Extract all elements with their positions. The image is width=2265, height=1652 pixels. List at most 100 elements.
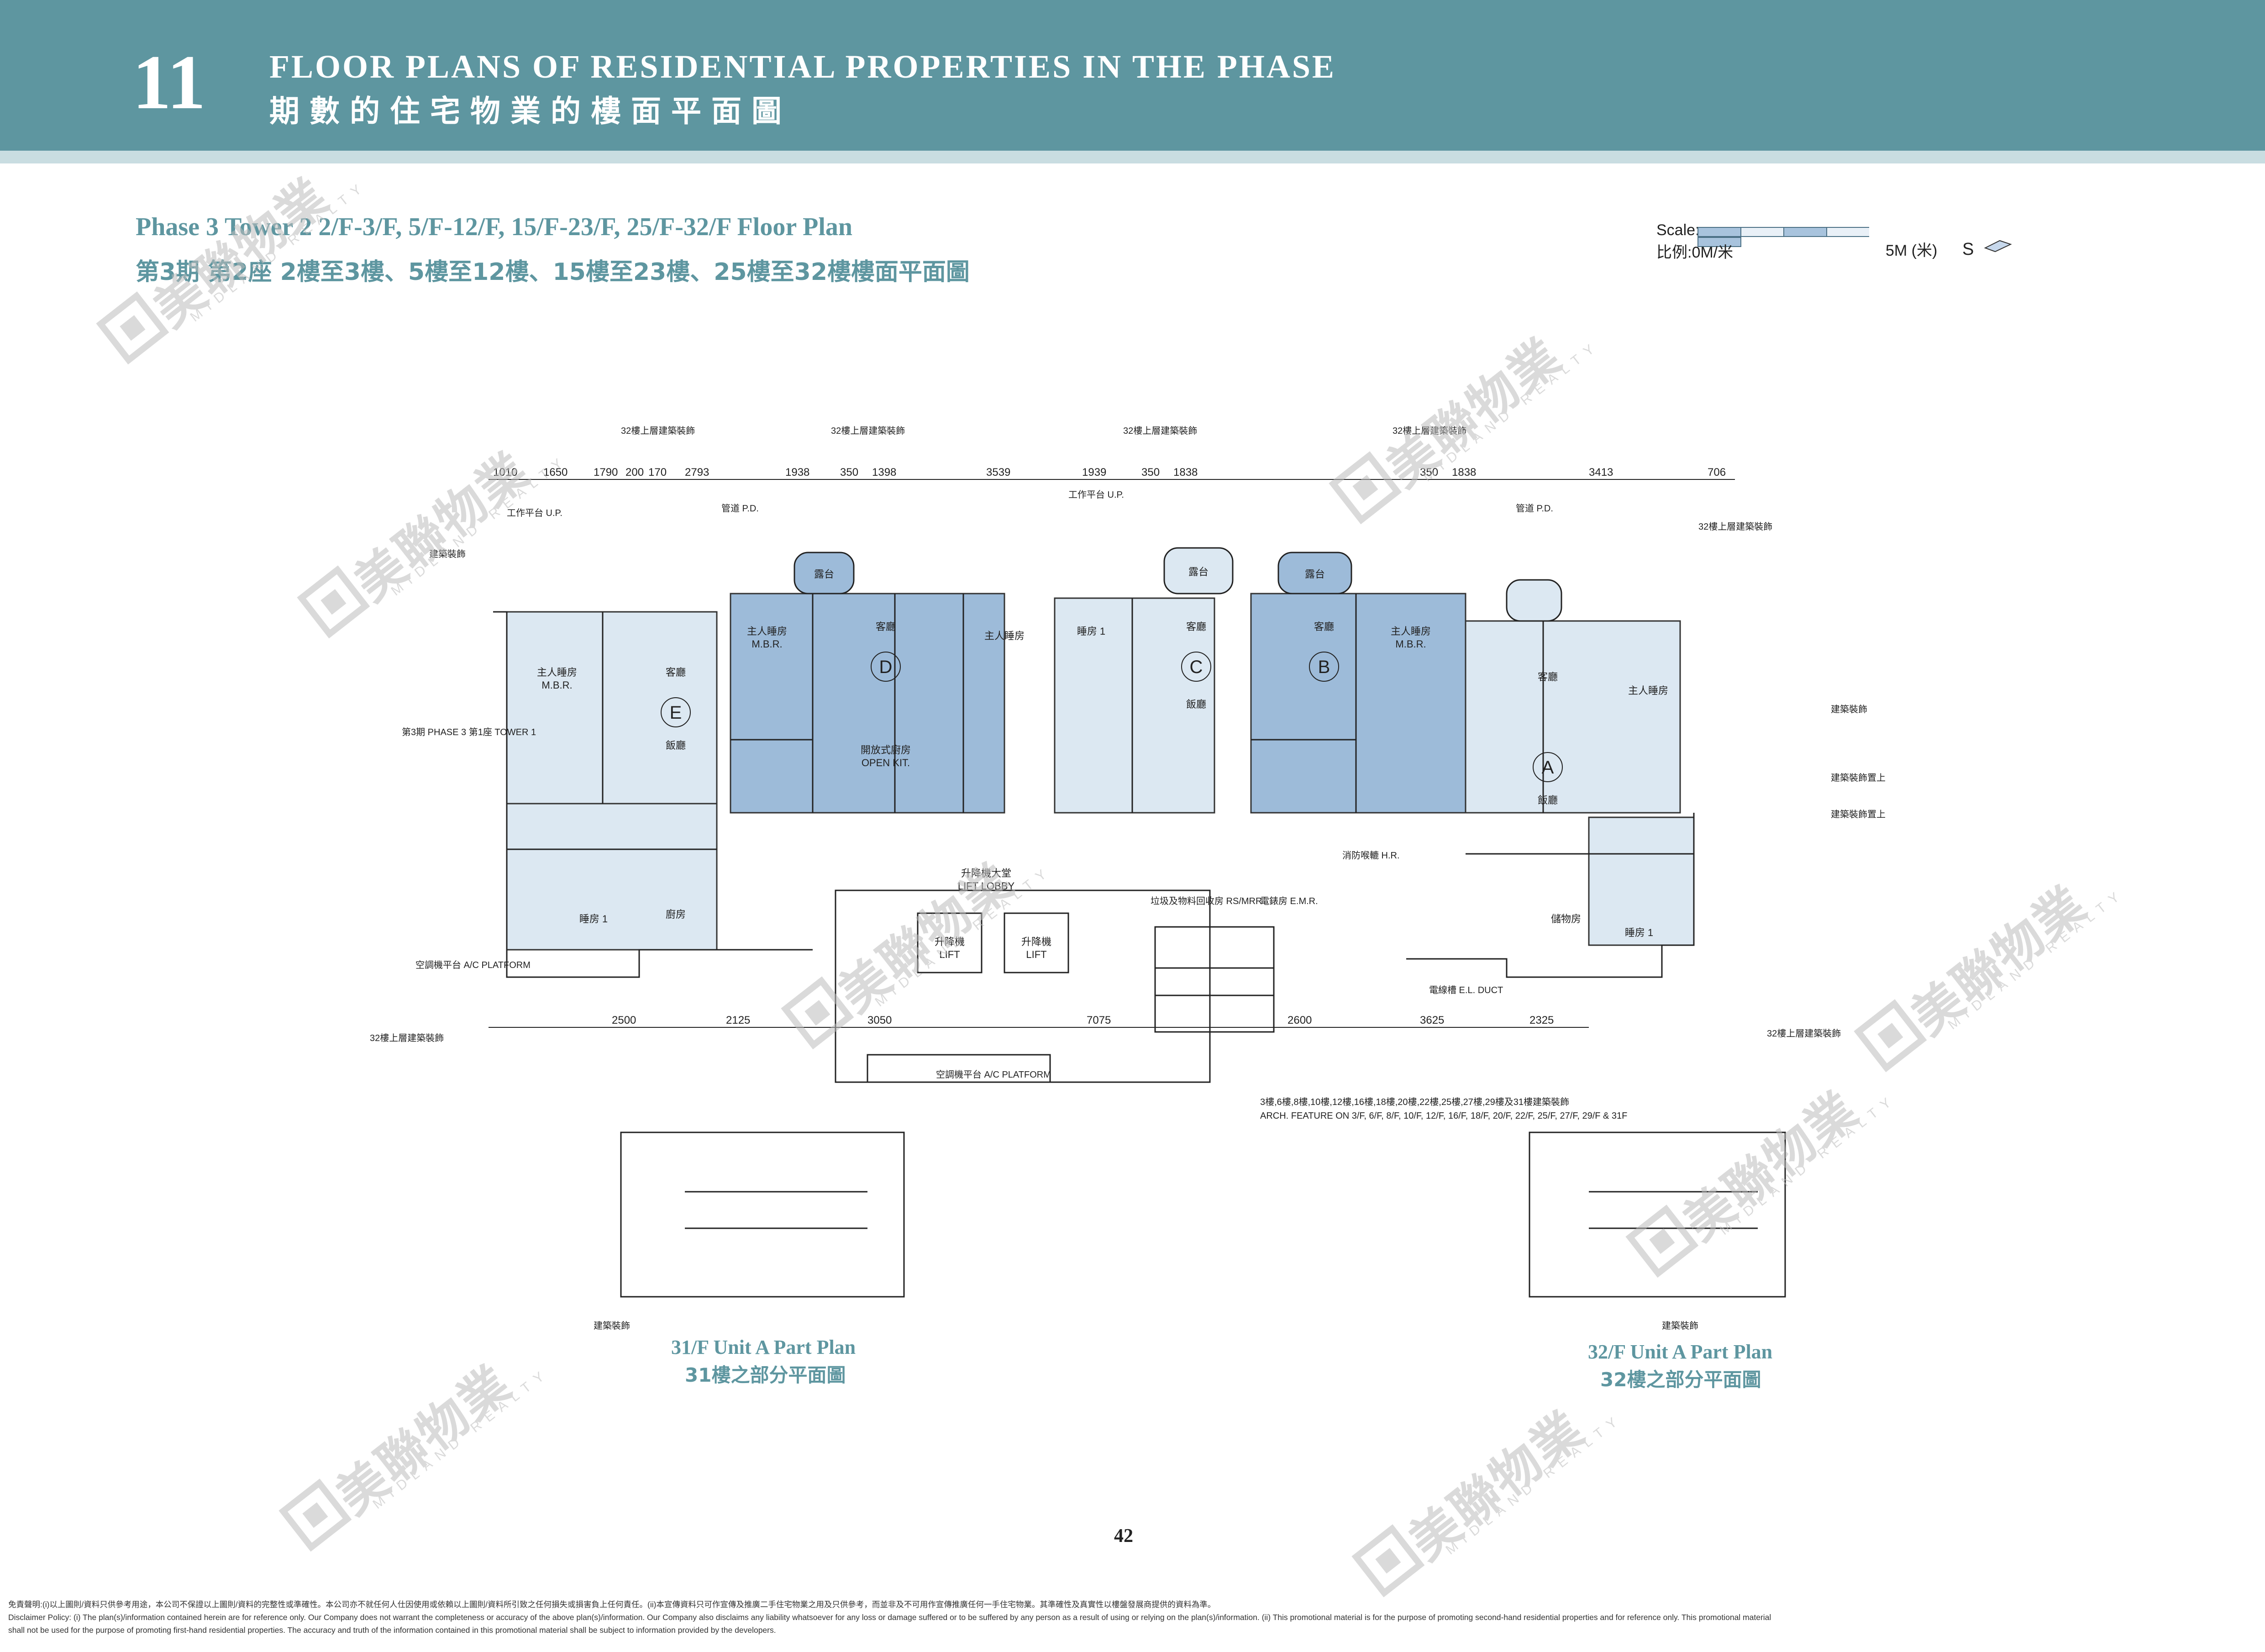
note-arch-feature-3: 建築裝飾 bbox=[594, 1321, 630, 1331]
unit-c-area bbox=[1054, 597, 1215, 814]
note-arch-above-32-2: 32樓上層建築裝飾 bbox=[831, 426, 905, 436]
note-el-duct: 電線槽 E.L. DUCT bbox=[1429, 985, 1503, 995]
dim-top-14: 350 bbox=[1420, 466, 1438, 479]
unit-label-c: C bbox=[1190, 657, 1203, 677]
room-lift-1: 升降機 bbox=[935, 936, 965, 947]
room-lobby-en: LIFT LOBBY bbox=[958, 880, 1015, 892]
note-floors-en: ARCH. FEATURE ON 3/F, 6/F, 8/F, 10/F, 12… bbox=[1260, 1111, 1627, 1121]
scale-label-zh: 比例:0M/米 bbox=[1656, 244, 1734, 261]
page-number: 42 bbox=[1114, 1526, 1133, 1547]
scale-label: Scale: bbox=[1656, 221, 1700, 239]
north-arrow-label: S bbox=[1962, 240, 1974, 259]
dim-top-2: 1650 bbox=[543, 466, 568, 479]
note-arch-above-32-1: 32樓上層建築裝飾 bbox=[621, 426, 695, 436]
dim-top-1: 1010 bbox=[493, 466, 517, 479]
note-tower1: 第3期 PHASE 3 第1座 TOWER 1 bbox=[402, 727, 536, 737]
sub-plan-title-32f-zh: 32樓之部分平面圖 bbox=[1600, 1368, 1761, 1391]
room-bal-c: 露台 bbox=[1188, 566, 1209, 578]
unit-label-a: A bbox=[1542, 758, 1554, 778]
dim-top-12: 350 bbox=[1141, 466, 1160, 479]
note-ac-platform-2: 空調機平台 A/C PLATFORM bbox=[936, 1069, 1051, 1080]
dim-top-5: 170 bbox=[648, 466, 667, 479]
note-emr: 電錶房 E.M.R. bbox=[1260, 896, 1318, 906]
scale-ruler bbox=[1697, 227, 1912, 247]
unit-e-area bbox=[506, 611, 718, 805]
dim-bottom-6: 3625 bbox=[1420, 1014, 1444, 1026]
north-arrow-icon bbox=[1984, 240, 2012, 253]
note-arch-above-32-5: 32樓上層建築裝飾 bbox=[1698, 521, 1772, 532]
sub-plan-title-31f-en: 31/F Unit A Part Plan bbox=[671, 1336, 856, 1358]
room-din-c: 飯廳 bbox=[1186, 699, 1206, 710]
dim-bottom-2: 2125 bbox=[726, 1014, 750, 1026]
sub-plan-title-31f-zh: 31樓之部分平面圖 bbox=[685, 1364, 846, 1386]
room-din-e: 飯廳 bbox=[666, 740, 686, 751]
note-arch-above-32-7: 32樓上層建築裝飾 bbox=[1767, 1028, 1841, 1039]
room-br1-center: 睡房 1 bbox=[1077, 626, 1105, 637]
note-arch-above-32-6: 32樓上層建築裝飾 bbox=[370, 1033, 444, 1043]
room-store-a: 儲物房 bbox=[1551, 913, 1581, 925]
room-br1-a: 睡房 1 bbox=[1625, 927, 1653, 938]
room-bal-d: 露台 bbox=[814, 568, 834, 580]
section-number: 11 bbox=[132, 39, 206, 125]
note-arch-above-32-3: 32樓上層建築裝飾 bbox=[1123, 426, 1197, 436]
note-pipe-duct-1: 管道 P.D. bbox=[721, 503, 759, 514]
room-mbr-d-en: M.B.R. bbox=[751, 638, 782, 650]
dim-top-10: 3539 bbox=[986, 466, 1010, 479]
dim-top-9: 1398 bbox=[872, 466, 896, 479]
sub-plan-31f bbox=[620, 1131, 905, 1298]
unit-label-d: D bbox=[879, 657, 893, 677]
room-din-a: 飯廳 bbox=[1538, 794, 1558, 806]
dim-top-11: 1939 bbox=[1082, 466, 1106, 479]
dim-top-7: 1938 bbox=[785, 466, 809, 479]
room-liv-e: 客廳 bbox=[666, 667, 686, 678]
disclaimer-zh: 免責聲明:(i)以上圖則/資料只供參考用途，本公司不保證以上圖則/資料的完整性或… bbox=[8, 1600, 1216, 1609]
unit-e-lower bbox=[506, 803, 718, 951]
plan-title-zh: 第3期 第2座 2樓至3樓、5樓至12樓、15樓至23樓、25樓至32樓樓面平面… bbox=[136, 258, 970, 286]
dim-bottom-4: 7075 bbox=[1087, 1014, 1111, 1026]
dim-top-3: 1790 bbox=[594, 466, 618, 479]
note-refuse: 垃圾及物料回收房 RS/MRR bbox=[1151, 896, 1262, 906]
dim-bottom-1: 2500 bbox=[612, 1014, 636, 1026]
note-arch-feature-4: 建築裝飾 bbox=[1662, 1321, 1698, 1331]
room-liv-a: 客廳 bbox=[1538, 671, 1558, 683]
room-bal-b: 露台 bbox=[1305, 568, 1325, 580]
header-divider bbox=[0, 151, 2265, 163]
room-kit-e: 廚房 bbox=[666, 909, 686, 920]
note-hr: 消防喉轆 H.R. bbox=[1342, 850, 1400, 861]
note-floors-zh: 3樓,6樓,8樓,10樓,12樓,16樓,18樓,20樓,22樓,25樓,27樓… bbox=[1260, 1097, 1569, 1107]
room-mbr-d: 主人睡房 bbox=[747, 626, 787, 637]
header-title-en: FLOOR PLANS OF RESIDENTIAL PROPERTIES IN… bbox=[269, 48, 1336, 85]
dim-bottom-3: 3050 bbox=[867, 1014, 892, 1026]
scale-end-label: 5M (米) bbox=[1886, 242, 1938, 259]
room-mbr-e: 主人睡房 bbox=[537, 667, 577, 678]
room-liv-c: 客廳 bbox=[1186, 621, 1206, 632]
unit-a-lower bbox=[1588, 816, 1695, 946]
floor-plan-drawing: 1010 1650 1790 200 170 2793 1938 350 139… bbox=[370, 426, 1886, 1331]
room-br1-e: 睡房 1 bbox=[579, 913, 608, 925]
dim-bottom-5: 2600 bbox=[1288, 1014, 1312, 1026]
room-lift-2: 升降機 bbox=[1021, 936, 1051, 947]
sub-plan-title-32f-en: 32/F Unit A Part Plan bbox=[1588, 1341, 1773, 1363]
note-arch-above-32-4: 32樓上層建築裝飾 bbox=[1393, 426, 1466, 436]
dim-top-13: 1838 bbox=[1173, 466, 1198, 479]
dim-top-17: 706 bbox=[1708, 466, 1726, 479]
room-mbr-e-en: M.B.R. bbox=[541, 679, 572, 691]
sub-plan-32f bbox=[1529, 1131, 1786, 1298]
room-mbr-a: 主人睡房 bbox=[1628, 685, 1668, 696]
room-lobby: 升降機大堂 bbox=[961, 868, 1011, 879]
note-arch-above-2: 建築裝飾置上 bbox=[1831, 809, 1886, 820]
note-pipe-duct-2: 管道 P.D. bbox=[1516, 503, 1553, 514]
room-liv-b: 客廳 bbox=[1314, 621, 1334, 632]
plan-title-en: Phase 3 Tower 2 2/F-3/F, 5/F-12/F, 15/F-… bbox=[136, 213, 853, 241]
unit-label-b: B bbox=[1318, 657, 1330, 677]
unit-b-area bbox=[1250, 593, 1466, 814]
dim-top-8: 350 bbox=[840, 466, 858, 479]
